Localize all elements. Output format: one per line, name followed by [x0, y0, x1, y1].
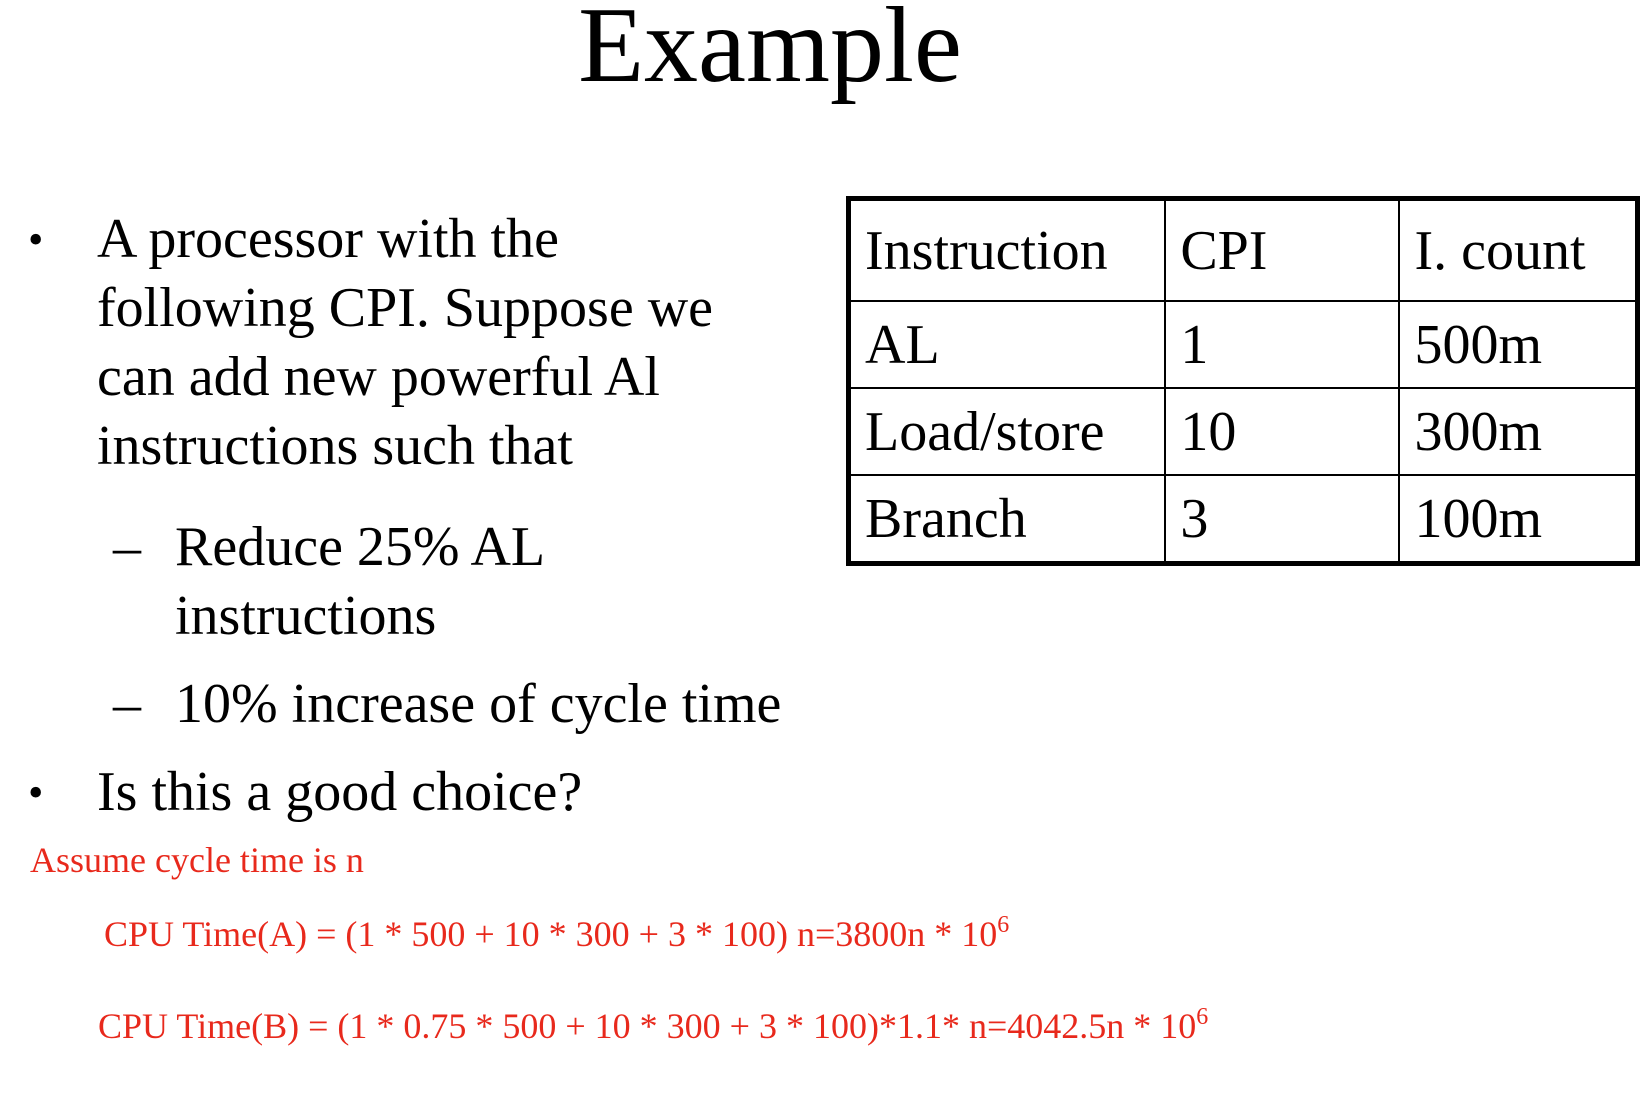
- table-cell: 10: [1164, 387, 1401, 476]
- bullet-processor-description: A processor with the following CPI. Supp…: [97, 205, 713, 481]
- cpi-table: Instruction CPI I. count AL 1 500m Load/…: [846, 196, 1640, 566]
- bullet-line: can add new powerful Al: [97, 346, 660, 408]
- table-cell: Load/store: [847, 387, 1167, 476]
- table-row: Branch 3 100m: [847, 474, 1639, 565]
- cpu-time-b-exponent: 6: [1196, 1004, 1209, 1030]
- bullet-line: instructions such that: [97, 415, 573, 477]
- bullet-line: following CPI. Suppose we: [97, 277, 713, 339]
- table-cell: 3: [1164, 474, 1401, 565]
- table-cell: 300m: [1398, 387, 1639, 476]
- annotation-cpu-time-a: CPU Time(A) = (1 * 500 + 10 * 300 + 3 * …: [104, 912, 1010, 954]
- bullet-marker: •: [28, 215, 44, 264]
- cpu-time-a-exponent: 6: [997, 912, 1010, 938]
- sub-bullet-line: Reduce 25% AL: [175, 516, 546, 578]
- annotation-assume-cycle-time: Assume cycle time is n: [30, 840, 364, 880]
- table-row: AL 1 500m: [847, 300, 1639, 389]
- bullet-line: A processor with the: [97, 208, 559, 270]
- sub-bullet-reduce-al: Reduce 25% AL instructions: [175, 513, 545, 651]
- bullet-line: Is this a good choice?: [97, 761, 583, 823]
- sub-bullet-cycle-time: 10% increase of cycle time: [175, 670, 781, 739]
- table-header-cell: CPI: [1164, 197, 1401, 302]
- table-cell: 100m: [1398, 474, 1639, 565]
- cpu-time-a-text: CPU Time(A) = (1 * 500 + 10 * 300 + 3 * …: [104, 914, 998, 954]
- table-cell: AL: [847, 300, 1167, 389]
- table-header-row: Instruction CPI I. count: [847, 197, 1639, 302]
- slide-title: Example: [578, 0, 962, 105]
- bullet-good-choice: Is this a good choice?: [97, 758, 582, 827]
- sub-bullet-line: instructions: [175, 585, 437, 647]
- sub-bullet-line: 10% increase of cycle time: [175, 673, 782, 735]
- bullet-marker: •: [28, 768, 44, 817]
- cpu-time-b-text: CPU Time(B) = (1 * 0.75 * 500 + 10 * 300…: [98, 1006, 1197, 1046]
- table-cell: 500m: [1398, 300, 1639, 389]
- sub-bullet-marker: –: [113, 516, 141, 578]
- annotation-cpu-time-b: CPU Time(B) = (1 * 0.75 * 500 + 10 * 300…: [98, 1004, 1209, 1046]
- sub-bullet-marker: –: [113, 673, 141, 735]
- table-row: Load/store 10 300m: [847, 387, 1639, 476]
- table-header-cell: Instruction: [847, 197, 1167, 302]
- table-header-cell: I. count: [1398, 197, 1639, 302]
- table-cell: 1: [1164, 300, 1401, 389]
- table-cell: Branch: [847, 474, 1167, 565]
